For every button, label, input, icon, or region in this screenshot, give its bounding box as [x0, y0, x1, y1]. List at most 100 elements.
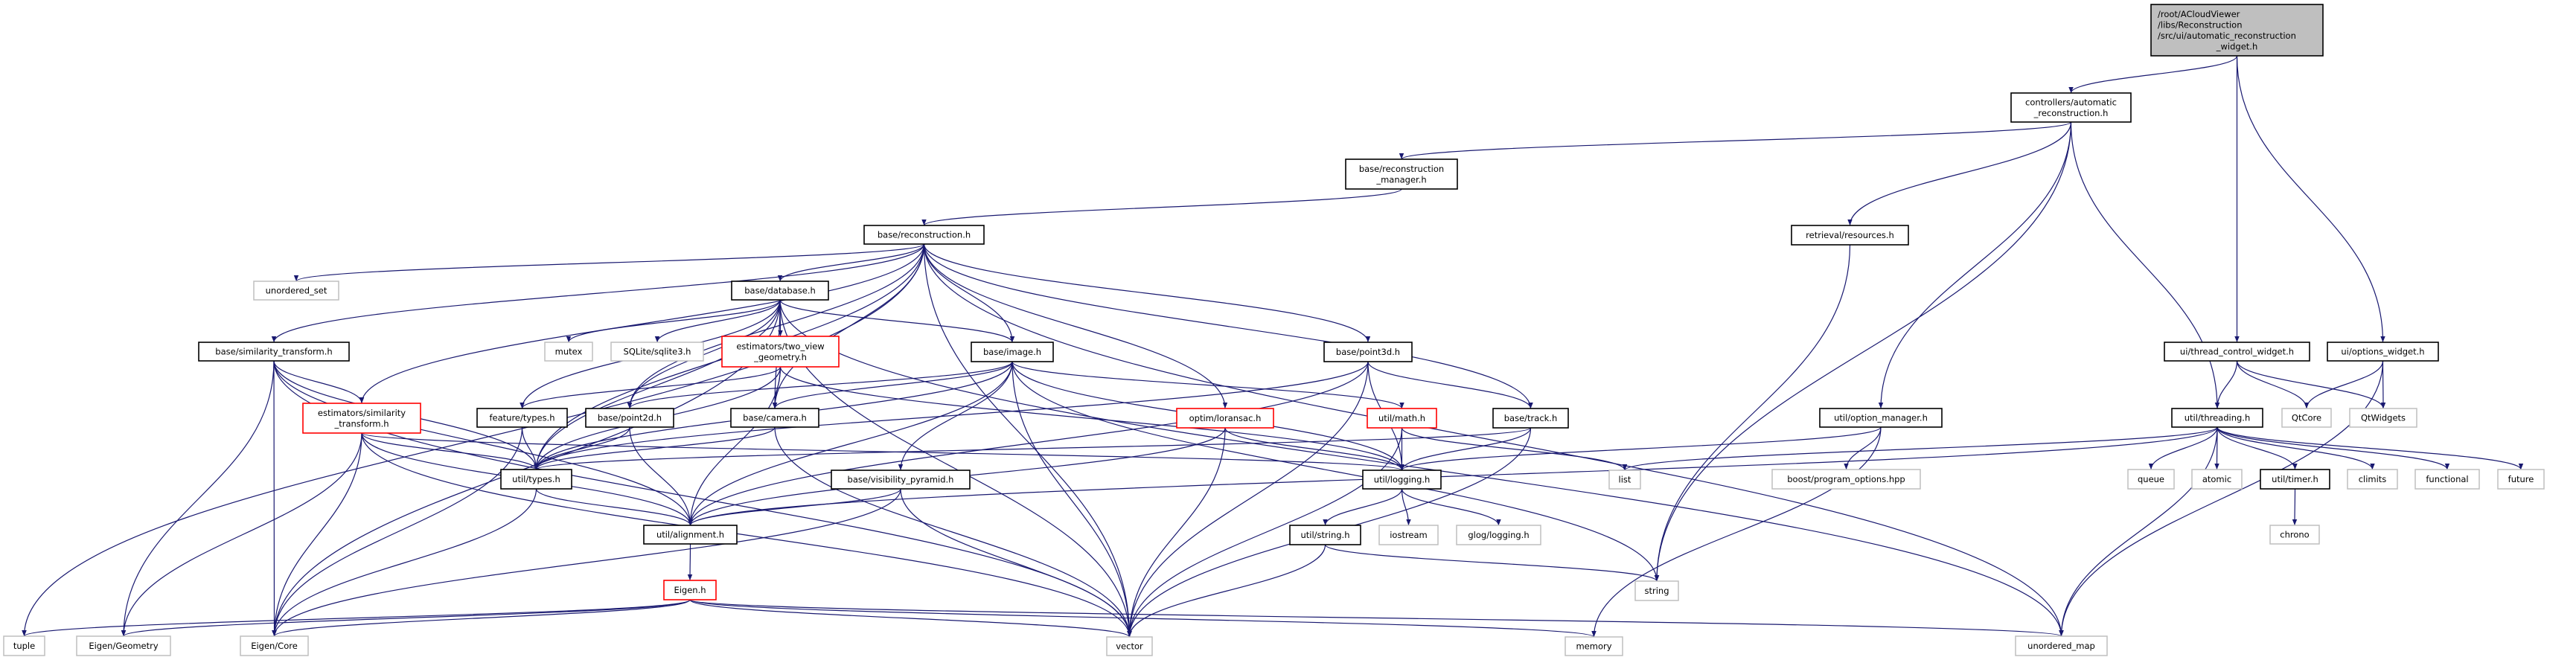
- node-box: [2327, 342, 2439, 362]
- node-qtwidgets[interactable]: QtWidgets: [2349, 408, 2417, 428]
- node-image[interactable]: base/image.h: [971, 342, 1054, 362]
- edge-controllers-to-string: [1654, 121, 2072, 582]
- node-label: unordered_map: [2027, 641, 2095, 651]
- node-label: /src/ui/automatic_reconstruction: [2158, 31, 2296, 41]
- node-label: Eigen.h: [674, 585, 706, 595]
- node-label: util/option_manager.h: [1834, 413, 1928, 423]
- node-box: [663, 580, 717, 600]
- node-box: [2349, 408, 2417, 428]
- node-climits[interactable]: climits: [2347, 469, 2398, 490]
- node-options-widget[interactable]: ui/options_widget.h: [2327, 342, 2439, 362]
- node-mutex[interactable]: mutex: [544, 342, 593, 362]
- node-label: ui/thread_control_widget.h: [2180, 347, 2294, 357]
- node-threading[interactable]: util/threading.h: [2171, 408, 2263, 428]
- node-box: [2260, 469, 2330, 490]
- node-est-sim[interactable]: estimators/similarity_transform.h: [302, 403, 421, 434]
- node-iostream[interactable]: iostream: [1378, 525, 1439, 545]
- node-point2d[interactable]: base/point2d.h: [585, 408, 674, 428]
- node-logging[interactable]: util/logging.h: [1362, 470, 1442, 490]
- node-label: util/math.h: [1378, 413, 1425, 423]
- node-unordered-set[interactable]: unordered_set: [253, 281, 339, 301]
- node-label: base/camera.h: [743, 413, 807, 423]
- node-resources[interactable]: retrieval/resources.h: [1791, 225, 1909, 246]
- node-label: QtWidgets: [2361, 413, 2406, 423]
- node-chrono[interactable]: chrono: [2269, 525, 2320, 545]
- node-alignment[interactable]: util/alignment.h: [643, 525, 738, 545]
- edge-threading-to-future: [2217, 426, 2524, 470]
- node-option-manager[interactable]: util/option_manager.h: [1819, 408, 1943, 428]
- node-thread-ctrl[interactable]: ui/thread_control_widget.h: [2164, 342, 2310, 362]
- node-box: [1791, 225, 1909, 246]
- node-list[interactable]: list: [1608, 470, 1641, 490]
- node-box: [1634, 580, 1679, 601]
- edge-database-to-point2d: [627, 299, 781, 409]
- node-box: [730, 408, 819, 428]
- edge-database-to-image: [779, 299, 1015, 343]
- node-box: [863, 225, 985, 245]
- node-box: [1492, 408, 1569, 429]
- node-loransac[interactable]: optim/loransac.h: [1176, 408, 1274, 429]
- edge-math-to-list: [1401, 427, 1628, 471]
- edge-est_sim-to-util_types: [361, 432, 539, 470]
- node-feature-types[interactable]: feature/types.h: [476, 408, 568, 428]
- node-future[interactable]: future: [2497, 469, 2545, 490]
- node-eigen-core[interactable]: Eigen/Core: [240, 635, 309, 656]
- node-label: chrono: [2280, 530, 2309, 540]
- edge-reconstruction-to-point3d: [923, 243, 1371, 343]
- node-eigen-geometry[interactable]: Eigen/Geometry: [76, 635, 171, 656]
- node-two-view[interactable]: estimators/two_view_geometry.h: [721, 336, 840, 368]
- edge-threading-to-queue: [2148, 426, 2218, 470]
- node-queue[interactable]: queue: [2127, 469, 2175, 490]
- node-tuple[interactable]: tuple: [3, 635, 45, 656]
- edge-option_manager-to-logging: [1399, 426, 1882, 471]
- node-label: climits: [2359, 474, 2387, 484]
- node-label: SQLite/sqlite3.h: [624, 347, 691, 357]
- node-boost-po[interactable]: boost/program_options.hpp: [1771, 469, 1921, 490]
- node-glog[interactable]: glog/logging.h: [1456, 525, 1541, 545]
- node-label: unordered_set: [266, 286, 327, 296]
- node-string[interactable]: string: [1634, 580, 1679, 601]
- node-box: [2281, 408, 2332, 428]
- node-vector[interactable]: vector: [1106, 636, 1153, 656]
- node-recon-manager[interactable]: base/reconstruction_manager.h: [1345, 158, 1458, 190]
- node-controllers[interactable]: controllers/automatic_reconstruction.h: [2010, 92, 2132, 123]
- node-sim-transform[interactable]: base/similarity_transform.h: [198, 342, 350, 362]
- node-vis-pyramid[interactable]: base/visibility_pyramid.h: [831, 470, 971, 490]
- node-label: util/threading.h: [2185, 413, 2251, 423]
- node-root[interactable]: /root/ACloudViewer/libs/Reconstruction/s…: [2150, 4, 2324, 57]
- node-reconstruction[interactable]: base/reconstruction.h: [863, 225, 985, 245]
- node-unordered-map[interactable]: unordered_map: [2015, 635, 2108, 656]
- edge-controllers-to-resources: [1847, 121, 2072, 226]
- node-label: ui/options_widget.h: [2341, 347, 2424, 357]
- node-label: base/visibility_pyramid.h: [848, 475, 954, 485]
- node-box: [1819, 408, 1943, 428]
- node-label: base/point2d.h: [598, 413, 662, 423]
- node-track[interactable]: base/track.h: [1492, 408, 1569, 429]
- node-label: _reconstruction.h: [2033, 108, 2109, 118]
- edge-est_sim-to-logging: [361, 432, 1404, 471]
- edge-threading-to-functional: [2217, 426, 2450, 470]
- node-database[interactable]: base/database.h: [731, 281, 829, 301]
- node-box: [2015, 635, 2108, 656]
- node-timer[interactable]: util/timer.h: [2260, 469, 2330, 490]
- node-util-types[interactable]: util/types.h: [500, 469, 572, 490]
- node-sqlite[interactable]: SQLite/sqlite3.h: [610, 342, 704, 362]
- node-box: [1565, 636, 1623, 656]
- node-label: util/string.h: [1300, 530, 1349, 540]
- node-label: base/point3d.h: [1336, 347, 1400, 357]
- node-label: base/similarity_transform.h: [215, 347, 332, 357]
- node-camera[interactable]: base/camera.h: [730, 408, 819, 428]
- edge-point3d-to-util_types: [534, 361, 1369, 470]
- node-qtcore[interactable]: QtCore: [2281, 408, 2332, 428]
- node-math[interactable]: util/math.h: [1367, 408, 1437, 429]
- edge-vis_pyramid-to-eigen_core: [272, 488, 901, 637]
- node-point3d[interactable]: base/point3d.h: [1323, 342, 1413, 362]
- node-box: [240, 635, 309, 656]
- node-atomic[interactable]: atomic: [2191, 469, 2243, 490]
- node-label: string: [1644, 586, 1669, 596]
- node-functional[interactable]: functional: [2414, 469, 2480, 490]
- node-box: [3, 635, 45, 656]
- node-memory[interactable]: memory: [1565, 636, 1623, 656]
- node-eigen[interactable]: Eigen.h: [663, 580, 717, 600]
- node-util-string[interactable]: util/string.h: [1289, 525, 1361, 545]
